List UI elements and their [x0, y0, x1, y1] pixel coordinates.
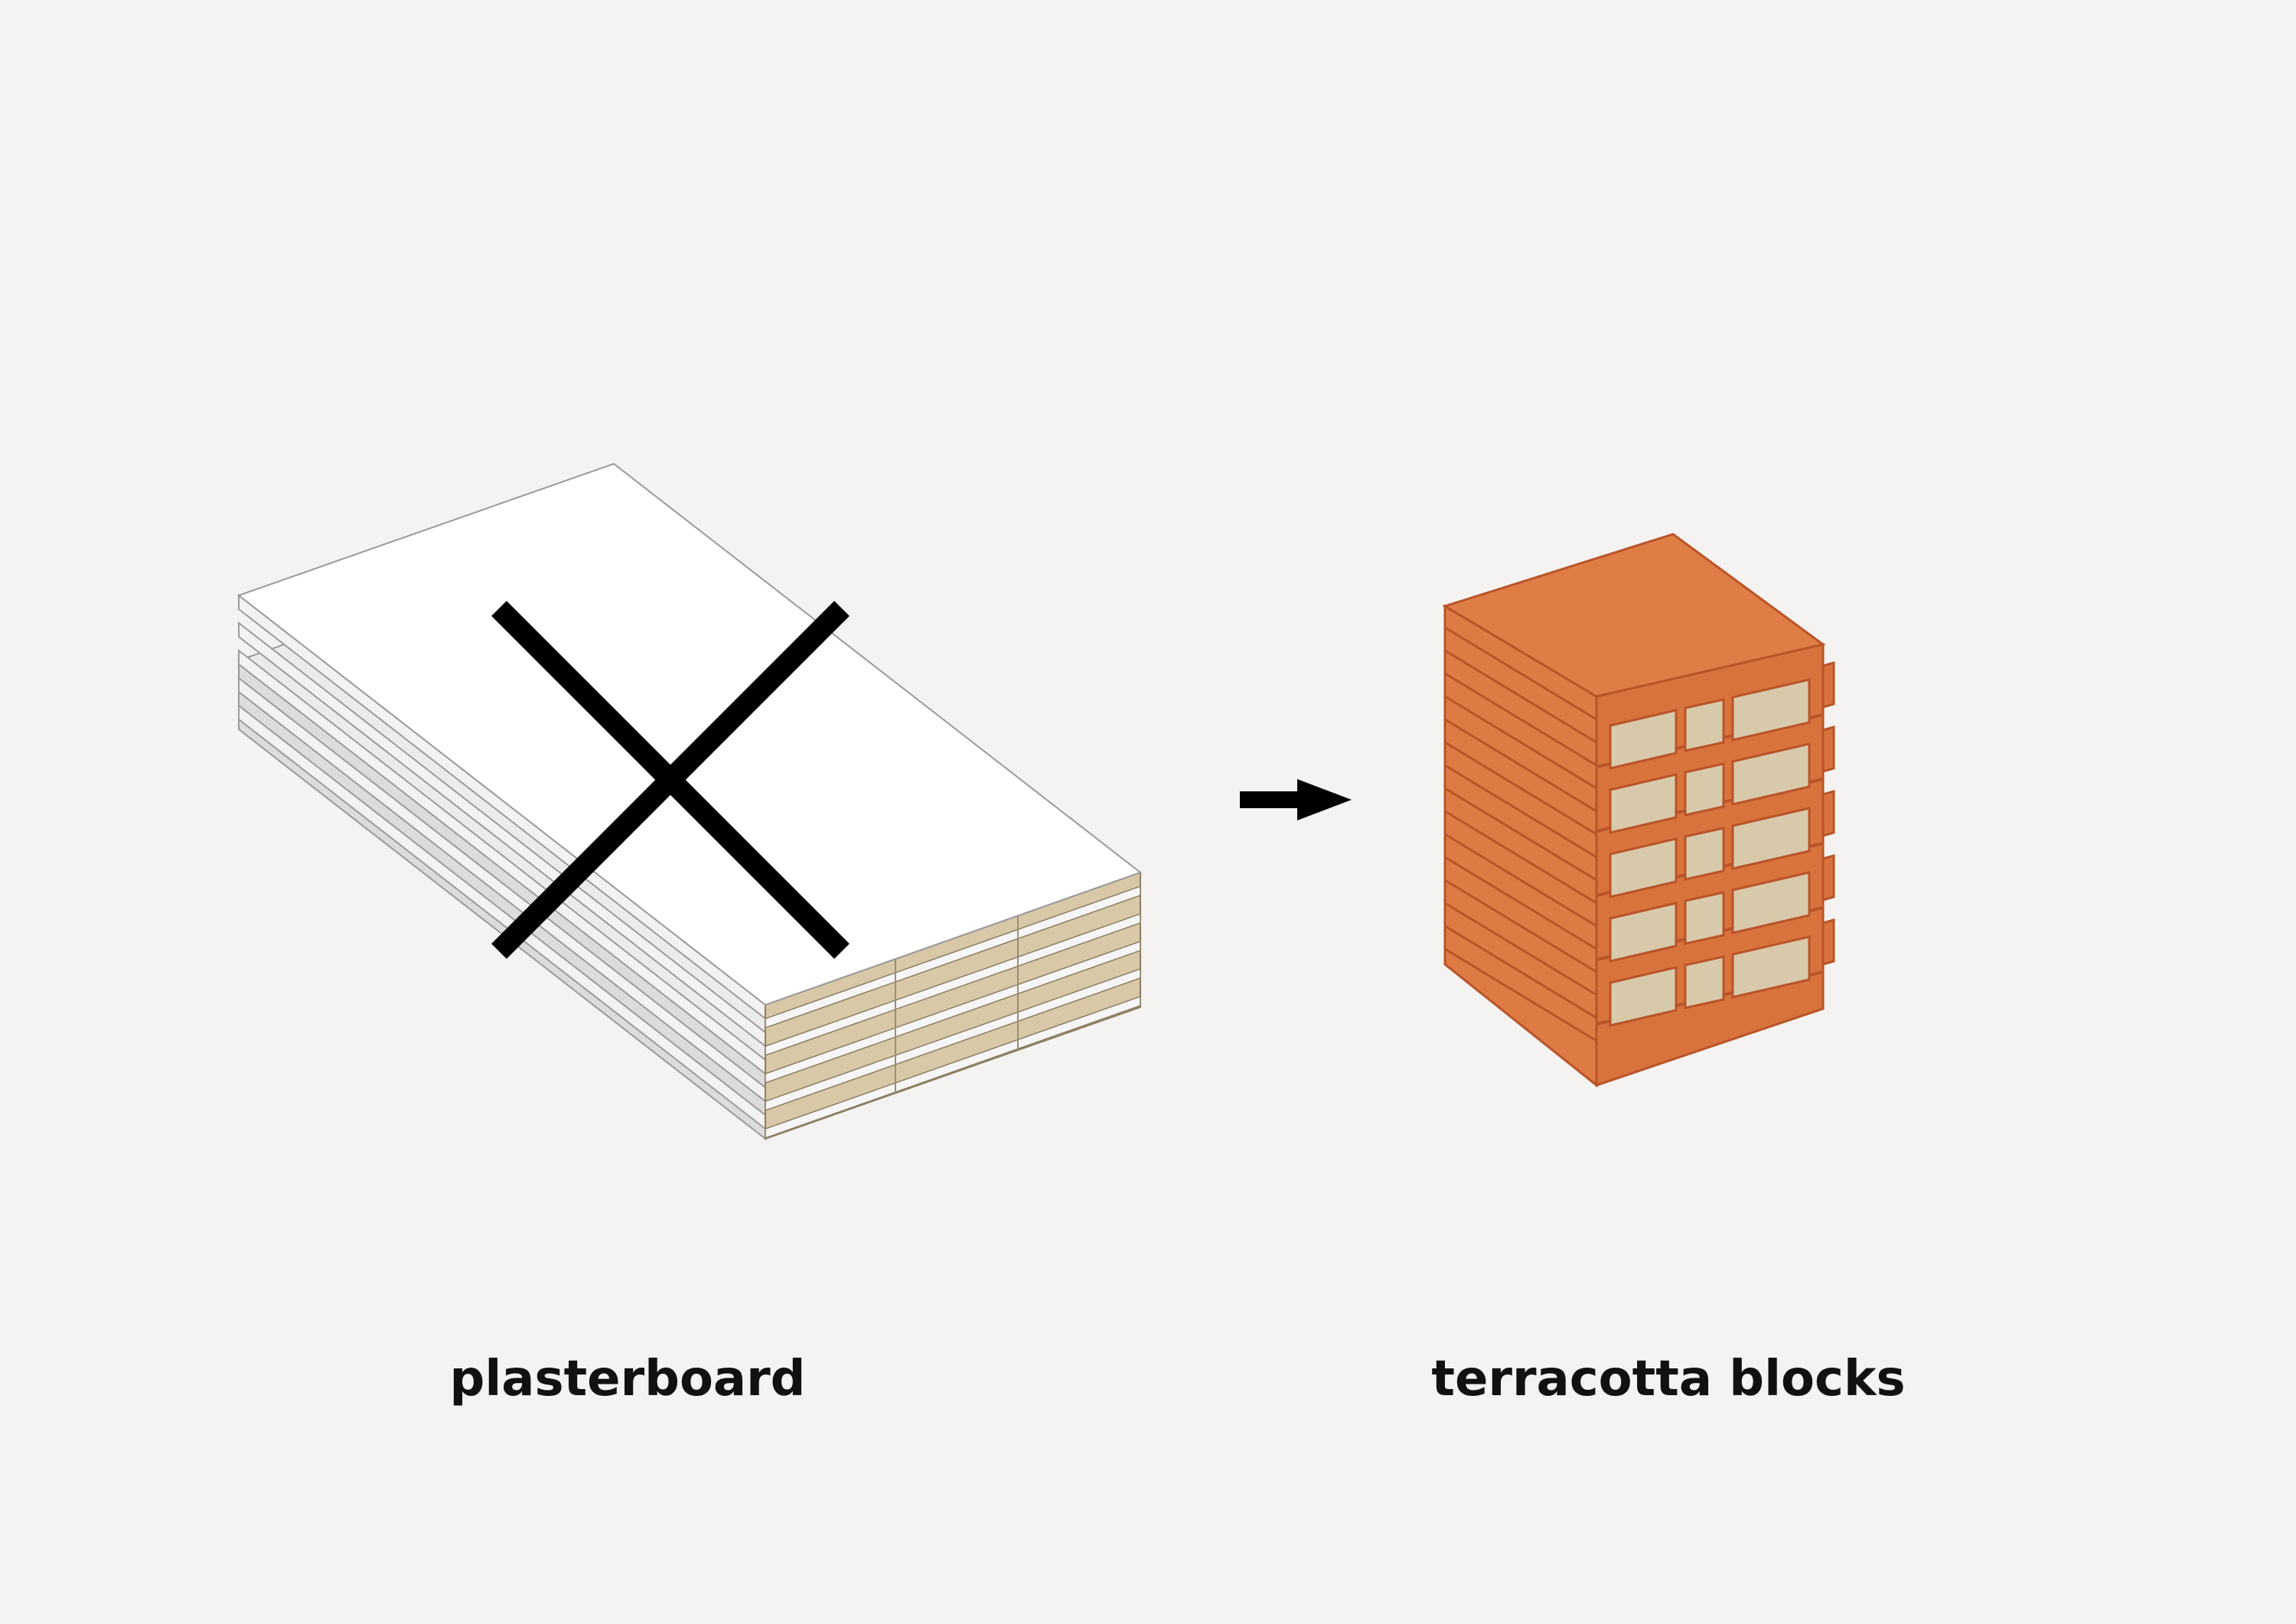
right-arrow-icon [1240, 779, 1352, 820]
plasterboard-side-edges [238, 593, 766, 1131]
terracotta-block-stack [1442, 533, 1835, 1088]
cross-mark-icon [491, 601, 850, 959]
plasterboard-stack [236, 462, 1143, 1141]
insulation-cells [1609, 678, 1811, 1027]
plasterboard-core-faces [765, 871, 1141, 1140]
terracotta-left-grooves [1444, 626, 1597, 1042]
terracotta-blocks-label: terracotta blocks [1431, 1351, 1906, 1407]
plasterboard-label: plasterboard [449, 1351, 806, 1407]
terracotta-notches [1821, 661, 1835, 966]
